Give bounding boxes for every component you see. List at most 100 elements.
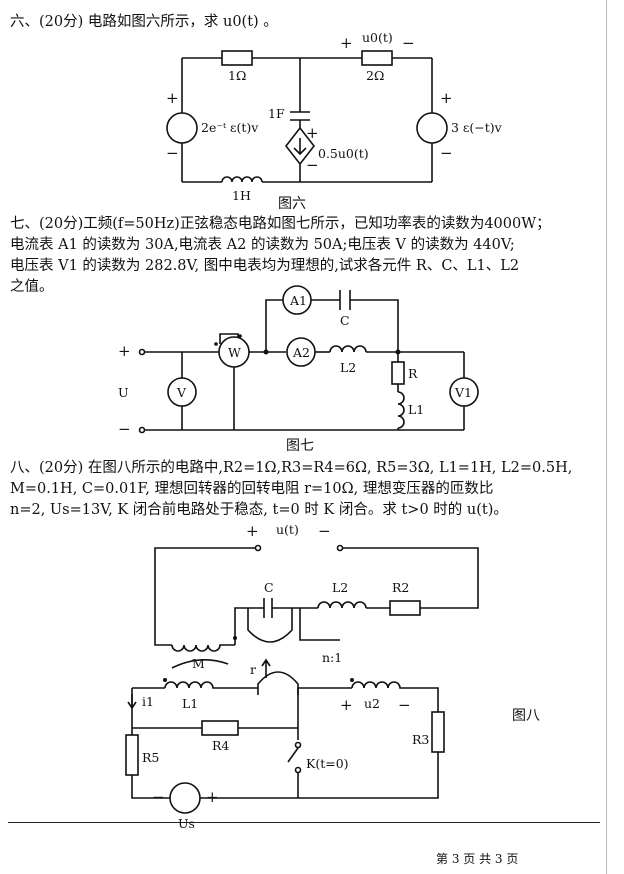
fig8-terminal-plus: [254, 544, 262, 552]
fig7-label-r: R: [408, 366, 418, 381]
fig7-inductor-l1: [397, 391, 405, 429]
fig8-current-arrow: [127, 694, 137, 710]
fig6-minus-left: −: [166, 144, 179, 162]
fig8-voltage-source-us: [169, 782, 201, 814]
fig8-gyrator-bottom: [257, 671, 299, 695]
page-number: 第 3 页 共 3 页: [436, 852, 519, 866]
fig8-label-k: K(t=0): [306, 756, 349, 771]
fig8-switch-contact-top: [294, 741, 302, 749]
fig8-coupled-inductor-top: [171, 644, 235, 652]
footer-divider: [8, 822, 600, 823]
fig8-resistor-r3: [431, 711, 445, 753]
fig8-inductor-l1: [164, 681, 258, 689]
fig8-label-n: n:1: [322, 650, 342, 665]
fig7-label-l2: L2: [340, 360, 356, 375]
fig8-label-i1: i1: [142, 694, 154, 709]
fig8-switch: [287, 747, 299, 763]
fig7-inductor-l2: [329, 345, 367, 353]
fig8-cap-wire: [234, 607, 300, 645]
fig7-label-u: U: [118, 385, 129, 400]
fig6-left-source: [166, 112, 198, 144]
fig7-terminal-bottom: [138, 426, 146, 434]
fig6-label-r2: 2Ω: [366, 68, 384, 83]
fig7-plus: +: [118, 342, 131, 360]
fig7-label-c: C: [340, 313, 350, 328]
fig8-label-r3: R3: [412, 732, 429, 747]
fig8-label-us: Us: [178, 816, 195, 831]
fig6-plus-top: +: [340, 34, 353, 52]
fig8-label-m: M: [192, 656, 205, 671]
fig7-a1-branch-wire: [265, 299, 399, 352]
fig6-resistor-2ohm: [361, 50, 393, 66]
fig8-resistor-r5: [125, 734, 139, 776]
fig6-label-u0: u0(t): [362, 30, 393, 45]
fig6-dep-label: 0.5u0(t): [318, 146, 369, 161]
q7-line-3: 电压表 V1 的读数为 282.8V, 图中电表均为理想的,试求各元件 R、C、…: [10, 258, 520, 274]
fig8-plus: +: [246, 522, 259, 540]
fig8-terminal-minus: [336, 544, 344, 552]
fig8-minus: −: [318, 522, 331, 540]
q7-line-1: 七、(20分)工频(f=50Hz)正弦稳态电路如图七所示，已知功率表的读数为40…: [10, 216, 551, 232]
fig6-right-source: [416, 112, 448, 144]
fig6-dep-plus: +: [306, 124, 319, 142]
fig6-cap-label: 1F: [268, 106, 285, 121]
fig8-transformer-secondary: [351, 681, 439, 712]
fig8-label-ut: u(t): [276, 522, 299, 537]
fig6-left-source-label: 2e⁻ᵗ ε(t)v: [201, 120, 259, 135]
fig8-mutual-arc: [171, 659, 229, 669]
fig8-capacitor: [263, 598, 273, 618]
fig6-ind-label: 1H: [232, 188, 251, 203]
fig6-dep-arrow: [293, 138, 307, 156]
fig7-label-a1: A1: [289, 293, 307, 308]
fig8-switch-contact-bottom: [294, 766, 302, 774]
q6-text: 六、(20分) 电路如图六所示，求 u0(t) 。: [10, 14, 278, 30]
fig8-left-loop-wire: [154, 547, 255, 646]
fig6-resistor-1ohm: [221, 50, 253, 66]
question-6: 六、(20分) 电路如图六所示，求 u0(t) 。: [10, 12, 614, 33]
fig6-label-r1: 1Ω: [228, 68, 246, 83]
q8-line-3: n=2, Us=13V, K 闭合前电路处于稳态, t=0 时 K 闭合。求 t…: [10, 502, 508, 518]
fig8-label-c: C: [264, 580, 274, 595]
fig7-label-w: W: [228, 345, 241, 360]
fig8-label-r5: R5: [142, 750, 159, 765]
fig7-capacitor: [339, 290, 351, 310]
figure-6-circuit: 1Ω 2Ω u0(t) + − + − + − 2e⁻ᵗ ε(t)v 3 ε(−…: [166, 30, 503, 212]
fig8-label-l2: L2: [332, 580, 348, 595]
fig7-label-v1: V1: [454, 385, 472, 400]
fig8-label-r4: R4: [212, 738, 229, 753]
fig8-inductor-l2: [317, 601, 367, 609]
fig7-resistor-r: [391, 361, 405, 385]
fig6-right-source-label: 3 ε(−t)v: [451, 120, 503, 135]
fig6-plus-right: +: [440, 89, 453, 107]
fig6-capacitor: [290, 111, 310, 121]
fig7-label-v: V: [176, 385, 187, 400]
fig7-label-l1: L1: [408, 402, 424, 417]
question-7: 七、(20分)工频(f=50Hz)正弦稳态电路如图七所示，已知功率表的读数为40…: [10, 214, 614, 298]
fig8-transformer-wire: [299, 608, 340, 641]
fig6-minus-right: −: [440, 144, 453, 162]
fig8-right-loop-wire: [343, 547, 479, 609]
fig7-wattmeter-dot-1: [214, 342, 218, 346]
fig8-label-l1: L1: [182, 696, 198, 711]
fig8-gyrator-top: [247, 608, 293, 643]
figure-8-circuit: + u(t) − C L2 R2 M r n:1 i1 L1 + u2 − R4…: [125, 522, 540, 831]
fig7-terminal-top: [138, 348, 146, 356]
fig8-resistor-r2: [389, 600, 421, 616]
fig8-label-r2: R2: [392, 580, 409, 595]
fig8-mid-wire: [297, 687, 352, 695]
q8-line-1: 八、(20分) 在图八所示的电路中,R2=1Ω,R3=R4=6Ω, R5=3Ω,…: [10, 460, 573, 476]
fig8-label-r: r: [250, 662, 256, 677]
q7-line-4: 之值。: [10, 279, 54, 295]
fig8-resistor-r4: [201, 720, 239, 736]
fig7-minus: −: [118, 420, 131, 438]
fig8-r5-wire: [131, 712, 298, 799]
fig8-minus-us: −: [152, 788, 165, 806]
fig8-gyrator-arrow: [261, 658, 271, 678]
fig7-ammeter-a1: [282, 285, 312, 315]
fig8-r3-wire: [298, 752, 439, 799]
fig6-inductor: [221, 176, 263, 183]
q8-line-2: M=0.1H, C=0.01F, 理想回转器的回转电阻 r=10Ω, 理想变压器…: [10, 481, 494, 497]
fig6-dep-minus: −: [306, 156, 319, 174]
fig6-minus-top: −: [402, 34, 415, 52]
